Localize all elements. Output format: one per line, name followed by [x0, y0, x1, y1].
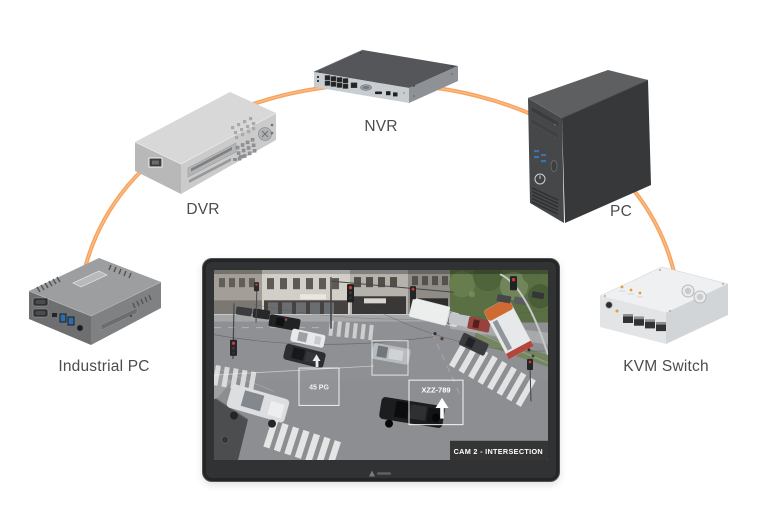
- status-leds-icon: [619, 285, 643, 298]
- vent-grill-icon: [531, 187, 559, 215]
- crosswalk-top: [328, 320, 374, 341]
- arrow-up-icon: [312, 354, 321, 368]
- device-nvr: [313, 49, 458, 103]
- industrial-pc-label: Industrial PC: [58, 358, 150, 375]
- detection-box-suv: [371, 340, 409, 376]
- device-label-sticker: [72, 270, 108, 288]
- usb-ports-icon: [59, 313, 75, 326]
- kvm-ports-icon: [623, 314, 666, 332]
- device-industrial-pc: [28, 258, 162, 345]
- hdmi-port-icon: [375, 91, 382, 95]
- vehicles: [226, 291, 545, 428]
- monitor-screen: 45 PG XZZ-789 CAM 2 - INTERSECTION: [214, 270, 548, 460]
- detection-box-2: XZZ-789: [408, 379, 464, 426]
- dvr-label: DVR: [186, 201, 220, 218]
- drive-slot: [100, 307, 138, 331]
- vent-grill-icon: [36, 264, 152, 309]
- jog-dial-icon: [258, 127, 272, 141]
- power-button-icon: [534, 173, 546, 185]
- disc-slot: [189, 158, 231, 183]
- camera-caption: CAM 2 - INTERSECTION: [454, 447, 543, 456]
- roof-corner: [214, 397, 248, 460]
- bus: [484, 298, 534, 360]
- vga-port-icon: [360, 84, 372, 91]
- monitor-brand-logo: [369, 470, 391, 477]
- device-pc: [527, 70, 651, 223]
- side-port-icon: [148, 157, 163, 168]
- usb-ports-icon: [386, 91, 398, 97]
- crosswalk-left: [214, 365, 257, 393]
- pedestrians: [284, 318, 535, 358]
- device-dvr: [134, 92, 277, 194]
- nvr-label: NVR: [364, 118, 398, 135]
- traffic-lights: [230, 273, 548, 402]
- plate-label: XZZ-789: [421, 385, 450, 394]
- camera-feed: 45 PG XZZ-789 CAM 2 - INTERSECTION: [214, 270, 548, 460]
- detection-box-1: 45 PG: [298, 354, 340, 406]
- plate-label: 45 PG: [309, 384, 329, 391]
- arrow-up-icon: [435, 397, 449, 419]
- vent-holes-icon: [231, 117, 256, 140]
- device-kvm-switch: [599, 266, 729, 344]
- usb-ports-icon: [534, 150, 546, 163]
- front-buttons-icon: [235, 138, 257, 161]
- crosswalk-bottom-left: [263, 419, 341, 460]
- monitor: 45 PG XZZ-789 CAM 2 - INTERSECTION: [202, 258, 560, 482]
- serial-ports-icon: [32, 297, 49, 318]
- power-button-icon: [76, 324, 84, 332]
- audio-jack-icon: [605, 301, 613, 309]
- pc-label: PC: [610, 203, 632, 220]
- din-connectors-icon: [681, 284, 707, 304]
- camera-caption-bar: CAM 2 - INTERSECTION: [450, 440, 548, 460]
- optical-drive-icon: [530, 105, 560, 140]
- kvm-switch-label: KVM Switch: [623, 358, 709, 375]
- ethernet-ports-icon: [324, 75, 358, 89]
